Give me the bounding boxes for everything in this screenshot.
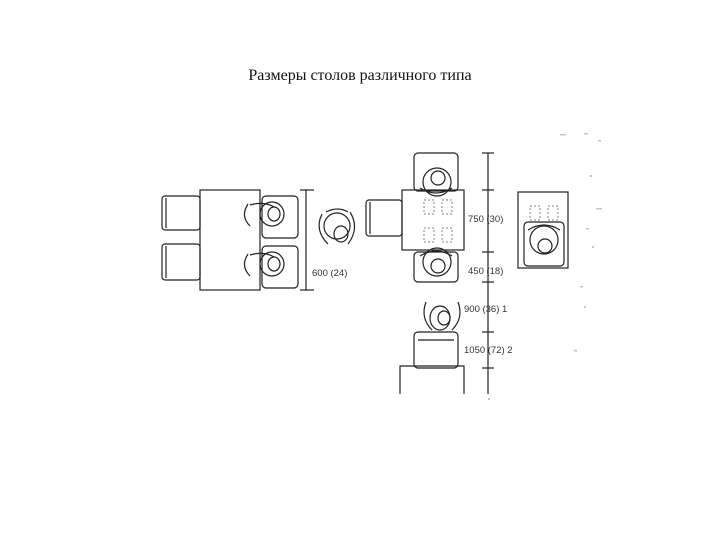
dim-clearance-2: 1050 (72) 2 bbox=[464, 345, 513, 356]
person-center-approach bbox=[423, 301, 461, 331]
center-left-chair bbox=[365, 199, 403, 237]
dim-clearance-1: 900 (36) 1 bbox=[464, 304, 507, 315]
person-center-top bbox=[419, 167, 453, 197]
dim-upper-table: 750 (30) bbox=[468, 214, 503, 225]
legs-under-table bbox=[423, 199, 453, 243]
center-bottom-chair bbox=[413, 251, 459, 283]
person-center-bottom bbox=[419, 247, 453, 277]
dim-knee-space: 450 (18) bbox=[468, 266, 503, 277]
lower-chair bbox=[413, 331, 459, 369]
slide-title: Размеры столов различного типа bbox=[248, 67, 472, 84]
left-chair-bottom bbox=[161, 243, 201, 281]
person-standalone bbox=[318, 208, 356, 245]
person-left-bottom bbox=[243, 245, 299, 289]
right-table bbox=[517, 191, 569, 269]
right-table-group bbox=[517, 191, 569, 269]
center-table-group bbox=[365, 152, 494, 394]
center-top-chair bbox=[413, 152, 459, 192]
left-table-group bbox=[161, 189, 314, 291]
left-table bbox=[199, 189, 261, 291]
lower-table bbox=[399, 365, 465, 394]
person-left-top bbox=[243, 195, 299, 239]
person-right bbox=[523, 221, 565, 267]
center-table bbox=[401, 189, 465, 251]
left-chair-top bbox=[161, 195, 201, 231]
dim-left-table: 600 (24) bbox=[312, 268, 347, 279]
scan-speckles bbox=[488, 133, 602, 400]
